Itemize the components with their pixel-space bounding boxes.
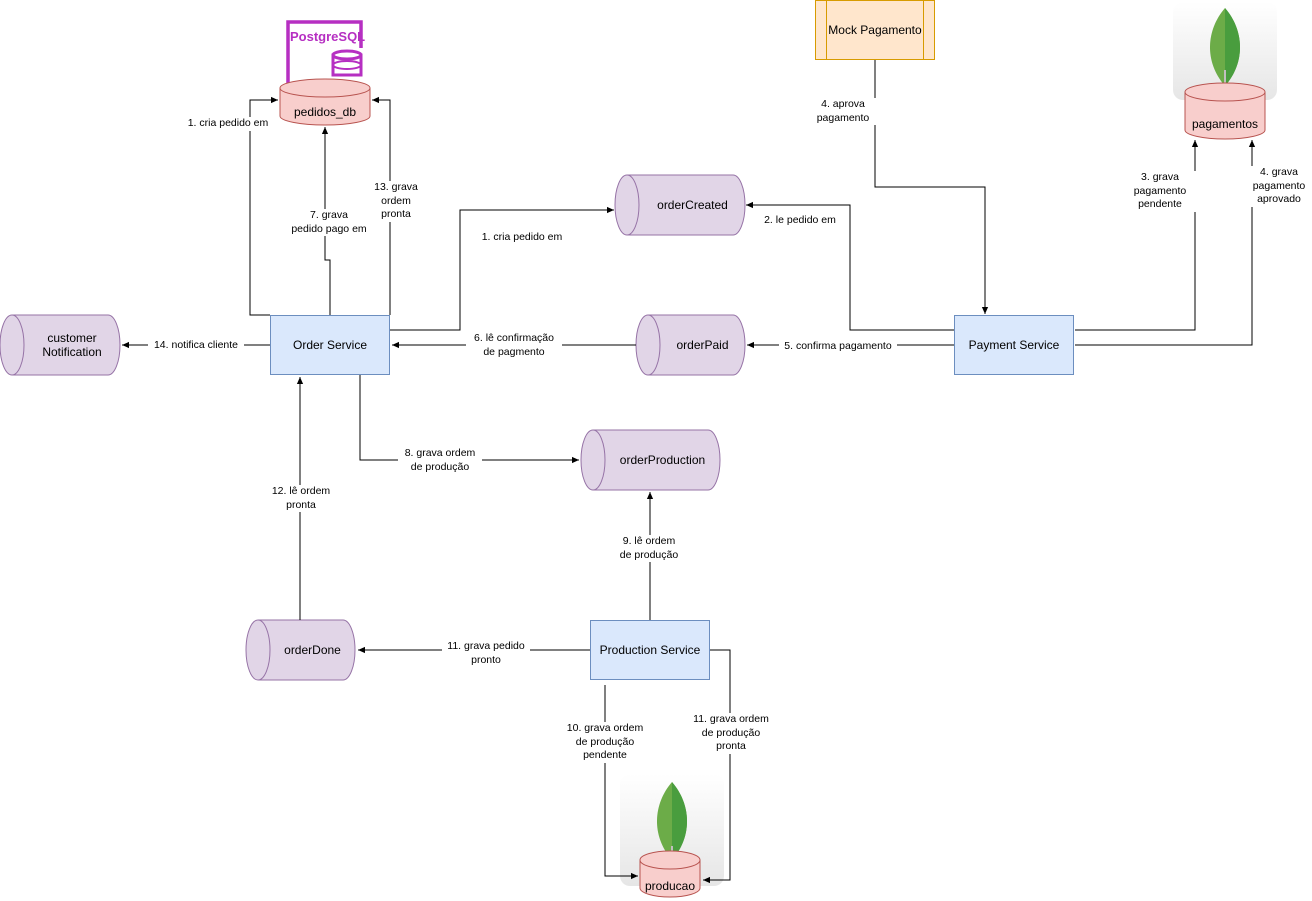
edge-5-label: 5. confirma pagamento	[779, 340, 897, 354]
edge-1-label-queue: 1. cria pedido em	[476, 231, 568, 245]
edge-13-grava-ordem-pronta	[372, 96, 391, 315]
edge-4-aprova	[874, 60, 989, 314]
edge-3-grava-pendente	[1075, 140, 1199, 331]
edge-11-grava-ordem-pronta	[703, 649, 731, 884]
queue-customer-notification-label: customer Notification	[42, 331, 102, 359]
edge-4-grava-aprovado	[1075, 140, 1256, 346]
edge-8-label: 8. grava ordem de produção	[398, 447, 482, 474]
edge-1-cria-pedido-queue	[390, 206, 614, 331]
edge-11-db-label: 11. grava ordem de produção pronta	[686, 713, 776, 754]
payment-service[interactable]: Payment Service	[954, 315, 1074, 375]
mock-divider-right	[923, 1, 924, 59]
edge-8-grava-ordem	[359, 375, 579, 464]
edge-1-label-db: 1. cria pedido em	[182, 117, 274, 131]
order-service[interactable]: Order Service	[270, 315, 390, 375]
edge-2-label: 2. le pedido em	[760, 214, 840, 228]
pagamentos-db-label: pagamentos	[1191, 117, 1259, 131]
mock-pagamento-label: Mock Pagamento	[828, 23, 922, 37]
production-service[interactable]: Production Service	[590, 620, 710, 680]
queue-order-done-label: orderDone	[284, 643, 341, 657]
producao-db-cylinder[interactable]	[639, 850, 701, 898]
mock-divider-left	[826, 1, 827, 59]
edge-11-done-label: 11. grava pedido pronto	[442, 640, 530, 667]
mongodb-leaf-icon	[1173, 2, 1277, 100]
edge-7-label: 7. grava pedido pago em	[284, 209, 374, 236]
postgresql-logo-text: PostgreSQL	[290, 29, 366, 44]
queue-order-paid-label: orderPaid	[676, 338, 729, 352]
pagamentos-db-cylinder[interactable]	[1184, 82, 1266, 140]
edge-2-le-pedido	[746, 201, 955, 331]
edge-10-label: 10. grava ordem de produção pendente	[560, 722, 650, 763]
queue-order-created-label: orderCreated	[657, 198, 728, 212]
producao-db-label: producao	[644, 879, 696, 893]
edge-4-approve-label: 4. aprova pagamento	[808, 98, 878, 125]
pedidos-db-label: pedidos_db	[293, 105, 357, 119]
edge-14-label: 14. notifica cliente	[148, 339, 244, 353]
payment-service-label: Payment Service	[968, 338, 1060, 352]
edge-4-save-label: 4. grava pagamento aprovado	[1246, 166, 1312, 207]
queue-order-production[interactable]	[580, 429, 721, 491]
pedidos-db-cylinder[interactable]	[279, 78, 371, 126]
production-service-label: Production Service	[599, 643, 701, 657]
queue-order-production-label: orderProduction	[619, 453, 706, 467]
edge-13-label: 13. grava ordem pronta	[366, 181, 426, 222]
postgresql-icon	[286, 20, 363, 84]
mock-pagamento[interactable]: Mock Pagamento	[815, 0, 935, 60]
edge-7-grava-pago	[321, 126, 331, 315]
order-service-label: Order Service	[292, 338, 368, 352]
queue-customer-notification[interactable]	[0, 314, 121, 376]
edge-9-label: 9. lê ordem de produção	[612, 535, 686, 562]
queue-order-created[interactable]	[614, 174, 746, 236]
edge-12-label: 12. lê ordem pronta	[266, 485, 336, 512]
edge-3-label: 3. grava pagamento pendente	[1124, 171, 1196, 212]
queue-order-paid[interactable]	[635, 314, 746, 376]
edge-6-label: 6. lê confirmação de pagmento	[466, 332, 562, 359]
edge-1-cria-pedido-db	[249, 96, 278, 316]
queue-order-done[interactable]	[245, 619, 356, 681]
